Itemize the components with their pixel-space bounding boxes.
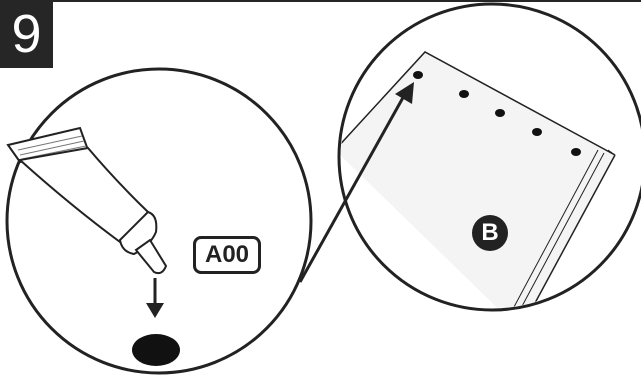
hole <box>413 71 423 79</box>
pointer-arrow-icon <box>298 82 414 283</box>
left-detail-circle <box>5 67 313 375</box>
down-arrow-icon <box>146 278 164 318</box>
step-number: 9 <box>11 4 42 64</box>
step-number-badge: 9 <box>0 0 53 68</box>
panel-b <box>341 51 616 308</box>
top-divider <box>53 0 641 2</box>
glue-drop-icon <box>132 334 180 366</box>
hole <box>495 109 505 117</box>
hole <box>459 90 469 98</box>
hole <box>571 148 581 156</box>
hole <box>532 128 542 136</box>
part-code-text: A00 <box>204 241 250 268</box>
glue-tube-icon <box>6 126 168 275</box>
callout-badge: B <box>472 215 508 251</box>
part-code-label: A00 <box>193 236 261 274</box>
callout-text: B <box>481 219 499 246</box>
